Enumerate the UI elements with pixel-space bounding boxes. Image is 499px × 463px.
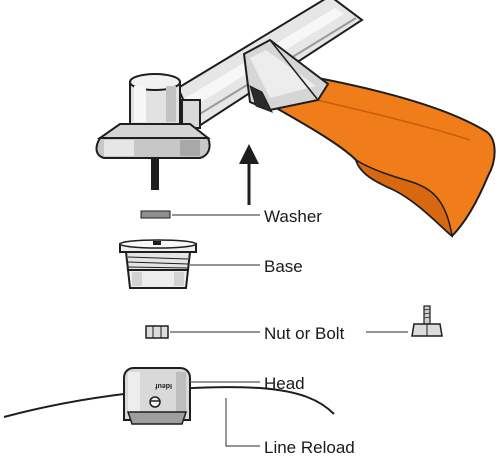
gearbox-housing	[95, 73, 211, 159]
line-reload-leader-line	[225, 398, 260, 447]
head-part: Ideuf	[123, 367, 191, 425]
base-label: Base	[264, 257, 303, 276]
trimmer-line	[3, 386, 335, 418]
nut-or-bolt-label: Nut or Bolt	[264, 324, 345, 343]
bolt-part	[411, 305, 443, 337]
base-part	[119, 239, 197, 289]
head-logo: Ideuf	[155, 382, 172, 389]
head-label: Head	[264, 374, 305, 393]
drive-spindle	[151, 158, 159, 190]
washer-label: Washer	[264, 207, 322, 226]
washer-part	[140, 210, 171, 219]
nut-part	[145, 325, 169, 339]
trimmer-guard	[259, 76, 496, 238]
line-reload-label: Line Reload	[264, 438, 355, 457]
up-arrow-icon	[239, 144, 259, 205]
shaft-clamp	[242, 38, 330, 113]
